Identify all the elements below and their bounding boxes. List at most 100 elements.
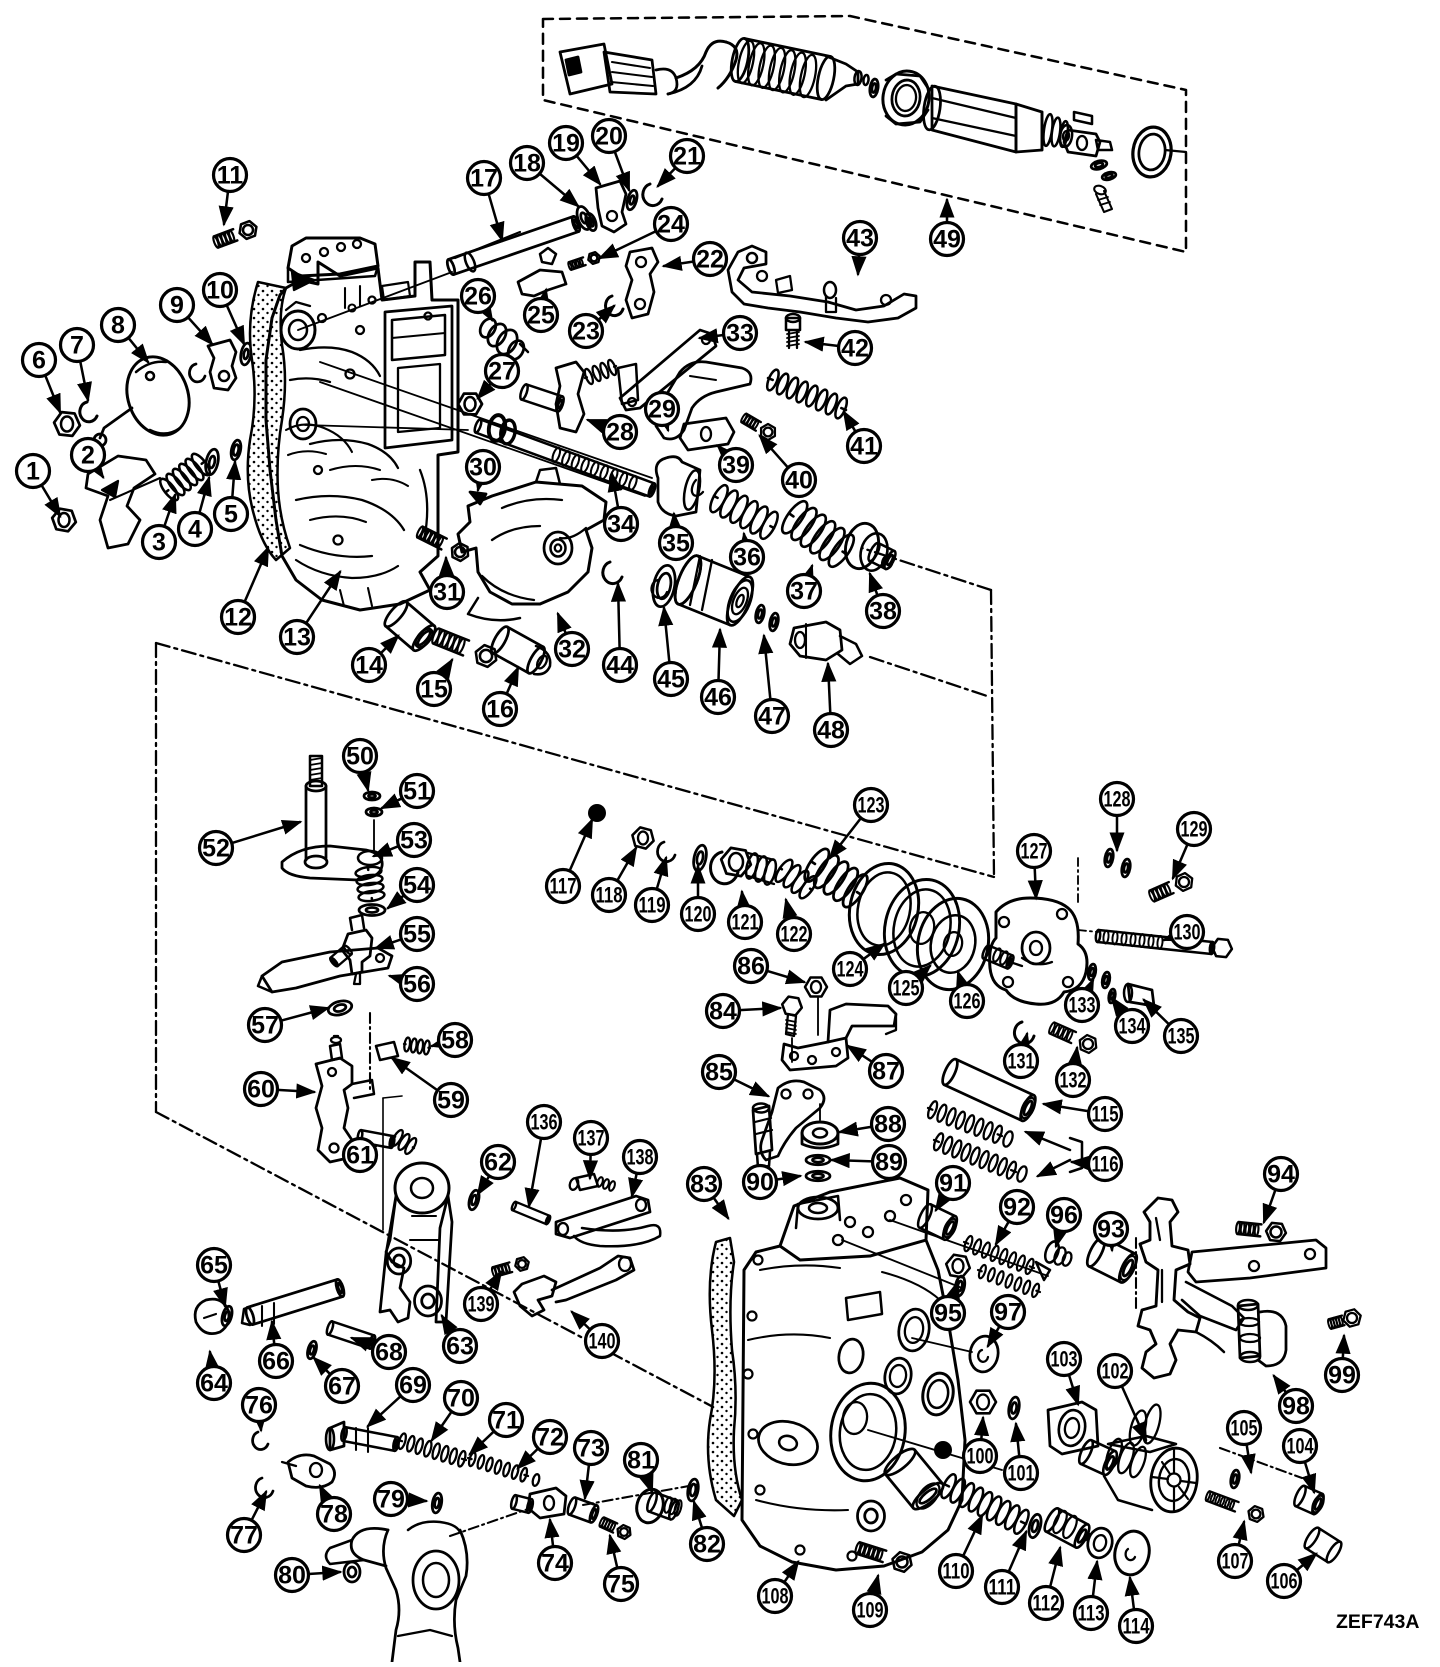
svg-text:134: 134 (1119, 1014, 1147, 1039)
svg-text:54: 54 (403, 872, 431, 900)
svg-text:21: 21 (673, 143, 701, 171)
svg-text:82: 82 (693, 1531, 721, 1559)
svg-text:74: 74 (541, 1550, 569, 1578)
svg-text:48: 48 (817, 717, 845, 745)
svg-text:107: 107 (1222, 1549, 1249, 1574)
svg-text:111: 111 (989, 1575, 1016, 1600)
svg-text:33: 33 (726, 320, 754, 348)
svg-text:52: 52 (202, 835, 230, 863)
svg-text:138: 138 (627, 1145, 654, 1170)
svg-text:113: 113 (1078, 1601, 1105, 1626)
svg-text:45: 45 (657, 666, 685, 694)
svg-text:133: 133 (1069, 993, 1096, 1018)
svg-text:91: 91 (939, 1170, 967, 1198)
svg-text:140: 140 (589, 1329, 616, 1354)
svg-text:87: 87 (872, 1058, 900, 1086)
svg-text:118: 118 (596, 883, 623, 908)
svg-text:15: 15 (420, 676, 448, 704)
svg-text:89: 89 (875, 1149, 903, 1177)
svg-text:37: 37 (790, 578, 818, 606)
svg-text:24: 24 (657, 211, 685, 239)
svg-text:13: 13 (283, 624, 311, 652)
svg-text:131: 131 (1008, 1049, 1035, 1074)
svg-text:59: 59 (437, 1087, 465, 1115)
svg-text:95: 95 (934, 1300, 962, 1328)
svg-text:36: 36 (733, 544, 761, 572)
svg-text:11: 11 (217, 162, 244, 190)
svg-text:65: 65 (200, 1252, 228, 1280)
svg-text:124: 124 (837, 957, 865, 982)
svg-text:55: 55 (403, 921, 431, 949)
svg-text:19: 19 (552, 130, 580, 158)
svg-text:117: 117 (550, 874, 577, 899)
svg-text:120: 120 (685, 902, 712, 927)
svg-text:46: 46 (704, 684, 732, 712)
svg-text:127: 127 (1021, 839, 1048, 864)
svg-text:62: 62 (484, 1149, 512, 1177)
svg-text:137: 137 (578, 1126, 605, 1151)
svg-text:58: 58 (441, 1027, 469, 1055)
svg-text:53: 53 (400, 827, 428, 855)
svg-text:126: 126 (954, 989, 981, 1014)
svg-text:40: 40 (785, 467, 813, 495)
svg-text:130: 130 (1174, 920, 1201, 945)
svg-text:10: 10 (206, 277, 234, 305)
svg-text:60: 60 (247, 1076, 275, 1104)
svg-text:78: 78 (320, 1501, 348, 1529)
svg-text:25: 25 (527, 302, 555, 330)
svg-text:123: 123 (858, 793, 885, 818)
svg-text:105: 105 (1231, 1416, 1258, 1441)
svg-text:5: 5 (224, 501, 238, 529)
svg-text:20: 20 (595, 123, 623, 151)
svg-text:108: 108 (762, 1584, 789, 1609)
svg-text:139: 139 (468, 1292, 495, 1317)
svg-text:101: 101 (1008, 1461, 1035, 1486)
svg-text:128: 128 (1104, 787, 1131, 812)
svg-text:77: 77 (230, 1522, 258, 1550)
svg-text:30: 30 (469, 454, 497, 482)
svg-text:68: 68 (375, 1339, 403, 1367)
svg-text:6: 6 (32, 347, 46, 375)
svg-text:17: 17 (470, 165, 498, 193)
svg-text:135: 135 (1168, 1024, 1195, 1049)
svg-text:132: 132 (1060, 1068, 1087, 1093)
svg-text:90: 90 (746, 1169, 774, 1197)
svg-text:80: 80 (278, 1562, 306, 1590)
svg-text:3: 3 (152, 529, 166, 557)
svg-text:38: 38 (869, 598, 897, 626)
svg-text:75: 75 (607, 1571, 635, 1599)
svg-text:7: 7 (70, 332, 84, 360)
svg-text:18: 18 (513, 150, 541, 178)
svg-text:85: 85 (705, 1059, 733, 1087)
svg-text:86: 86 (737, 953, 765, 981)
svg-text:84: 84 (709, 998, 737, 1026)
svg-text:2: 2 (81, 442, 95, 470)
svg-text:121: 121 (732, 910, 759, 935)
svg-text:129: 129 (1181, 817, 1208, 842)
svg-text:4: 4 (188, 516, 202, 544)
svg-text:100: 100 (967, 1444, 994, 1469)
svg-text:ZEF743A: ZEF743A (1336, 1611, 1419, 1633)
svg-text:119: 119 (639, 893, 666, 918)
svg-text:42: 42 (841, 335, 869, 363)
svg-text:76: 76 (245, 1392, 273, 1420)
svg-text:44: 44 (606, 652, 634, 680)
svg-text:66: 66 (262, 1348, 290, 1376)
svg-text:69: 69 (399, 1372, 427, 1400)
svg-text:34: 34 (607, 511, 635, 539)
svg-text:104: 104 (1287, 1434, 1315, 1459)
svg-text:94: 94 (1267, 1161, 1295, 1189)
svg-text:106: 106 (1271, 1569, 1298, 1594)
svg-text:43: 43 (846, 225, 874, 253)
svg-text:112: 112 (1033, 1591, 1060, 1616)
svg-text:71: 71 (492, 1407, 520, 1435)
svg-text:26: 26 (464, 283, 492, 311)
svg-text:9: 9 (170, 292, 184, 320)
svg-text:72: 72 (536, 1424, 564, 1452)
svg-text:116: 116 (1092, 1152, 1119, 1177)
svg-text:109: 109 (857, 1598, 884, 1623)
svg-text:28: 28 (606, 419, 634, 447)
svg-text:125: 125 (893, 976, 920, 1001)
svg-text:47: 47 (758, 703, 786, 731)
svg-text:115: 115 (1092, 1102, 1119, 1127)
